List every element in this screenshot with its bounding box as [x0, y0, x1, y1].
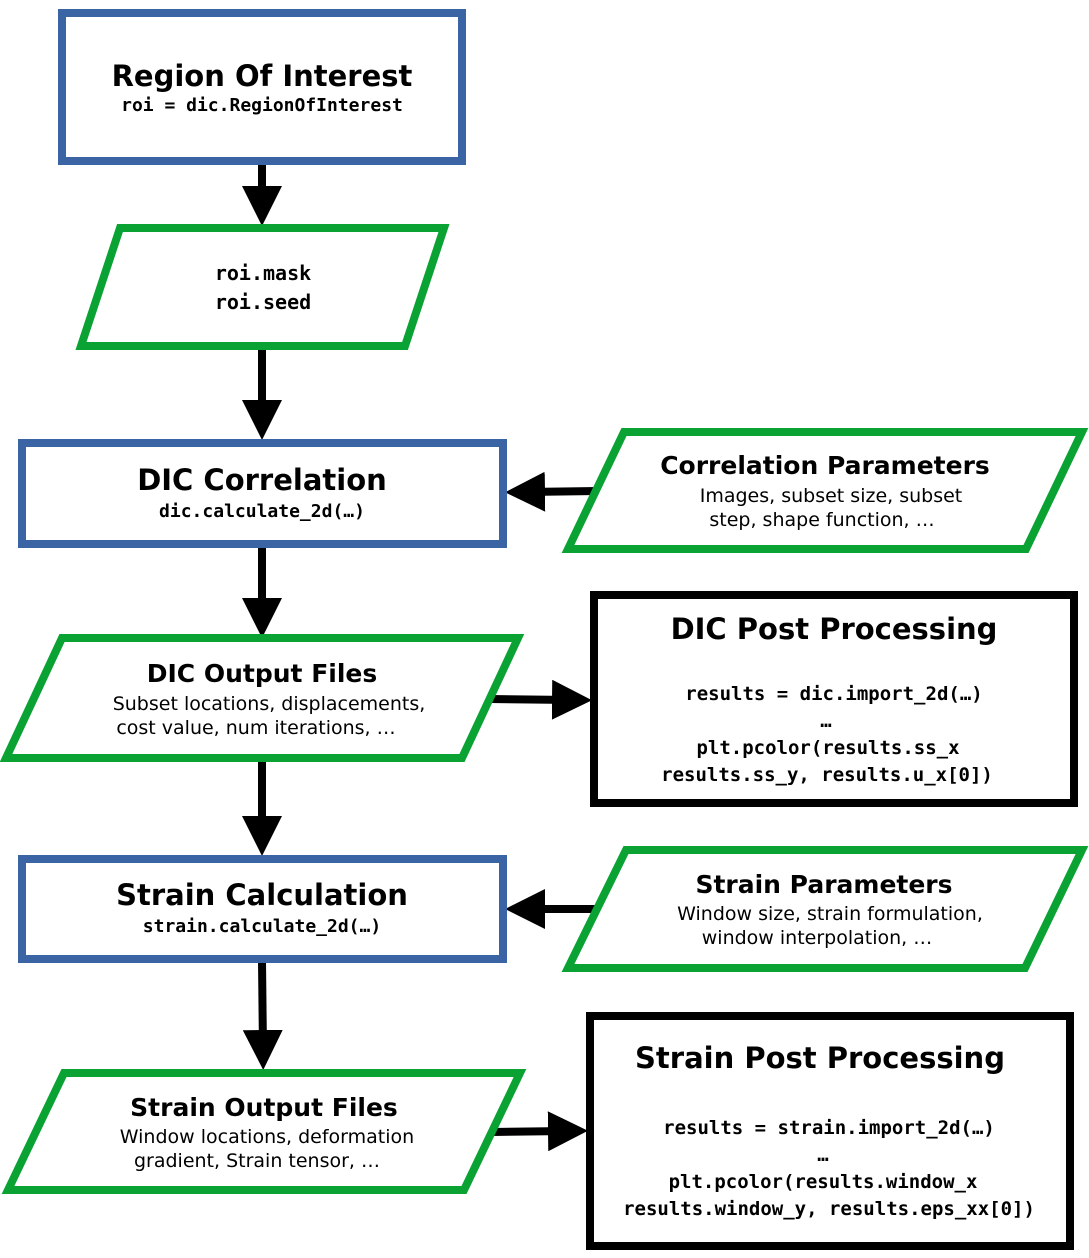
- correlation-parameters-parallelogram: Correlation Parameters Images, subset si…: [561, 428, 1089, 553]
- correlation-parameters-line2: step, shape function, …: [709, 509, 934, 531]
- dic-post-code3: plt.pcolor(results.ss_x: [696, 737, 959, 759]
- strain-calc-code: strain.calculate_2d(…): [143, 916, 381, 937]
- dic-post-title: DIC Post Processing: [671, 612, 998, 646]
- correlation-parameters-title: Correlation Parameters: [660, 451, 990, 480]
- arrows: [242, 163, 599, 1152]
- dic-correlation-code: dic.calculate_2d(…): [159, 501, 365, 522]
- dic-post-code1: results = dic.import_2d(…): [685, 683, 982, 705]
- roi-seed-text: roi.seed: [215, 290, 311, 314]
- dic-post-code4: results.ss_y, results.u_x[0]): [661, 764, 993, 786]
- strain-calc-title: Strain Calculation: [116, 878, 408, 912]
- dic-post-code2: …: [820, 710, 831, 732]
- correlation-parameters-line1: Images, subset size, subset: [700, 485, 963, 507]
- arrow-strain-output-to-strain-post: [491, 1111, 588, 1152]
- strain-post-code1: results = strain.import_2d(…): [663, 1117, 995, 1139]
- strain-parameters-line1: Window size, strain formulation,: [677, 903, 983, 925]
- strain-parameters-parallelogram: Strain Parameters Window size, strain fo…: [561, 846, 1089, 972]
- strain-post-code4: results.window_y, results.eps_xx[0]): [623, 1198, 1035, 1220]
- strain-parameters-title: Strain Parameters: [695, 870, 952, 899]
- arrow-dic-output-to-dic-post: [489, 679, 592, 720]
- roi-box: Region Of Interest roi = dic.RegionOfInt…: [58, 9, 466, 165]
- arrow-correlation-params-to-dic-correlation: [505, 471, 599, 512]
- roi-title: Region Of Interest: [112, 59, 413, 93]
- roi-io-parallelogram: roi.mask roi.seed: [75, 224, 450, 350]
- dic-post-processing-box: DIC Post Processing results = dic.import…: [590, 591, 1078, 807]
- arrow-strain-calc-to-strain-output: [242, 960, 283, 1070]
- dic-correlation-title: DIC Correlation: [137, 463, 387, 497]
- roi-mask-text: roi.mask: [215, 261, 311, 285]
- dic-output-parallelogram: DIC Output Files Subset locations, displ…: [0, 634, 525, 762]
- strain-parameters-line2: window interpolation, …: [702, 927, 932, 949]
- strain-post-processing-box: Strain Post Processing results = strain.…: [586, 1012, 1074, 1250]
- strain-output-line2: gradient, Strain tensor, …: [134, 1150, 380, 1172]
- strain-output-parallelogram: Strain Output Files Window locations, de…: [1, 1069, 527, 1194]
- dic-output-line2: cost value, num iterations, …: [116, 717, 395, 739]
- dic-correlation-box: DIC Correlation dic.calculate_2d(…): [18, 439, 507, 548]
- strain-output-line1: Window locations, deformation: [120, 1126, 414, 1148]
- strain-post-title: Strain Post Processing: [635, 1041, 1005, 1075]
- dic-output-title: DIC Output Files: [147, 659, 378, 688]
- strain-post-code2: …: [817, 1144, 828, 1166]
- strain-calculation-box: Strain Calculation strain.calculate_2d(……: [18, 855, 507, 963]
- strain-output-title: Strain Output Files: [130, 1093, 398, 1122]
- dic-output-line1: Subset locations, displacements,: [113, 693, 426, 715]
- strain-post-code3: plt.pcolor(results.window_x: [669, 1171, 978, 1193]
- roi-code: roi = dic.RegionOfInterest: [121, 95, 403, 116]
